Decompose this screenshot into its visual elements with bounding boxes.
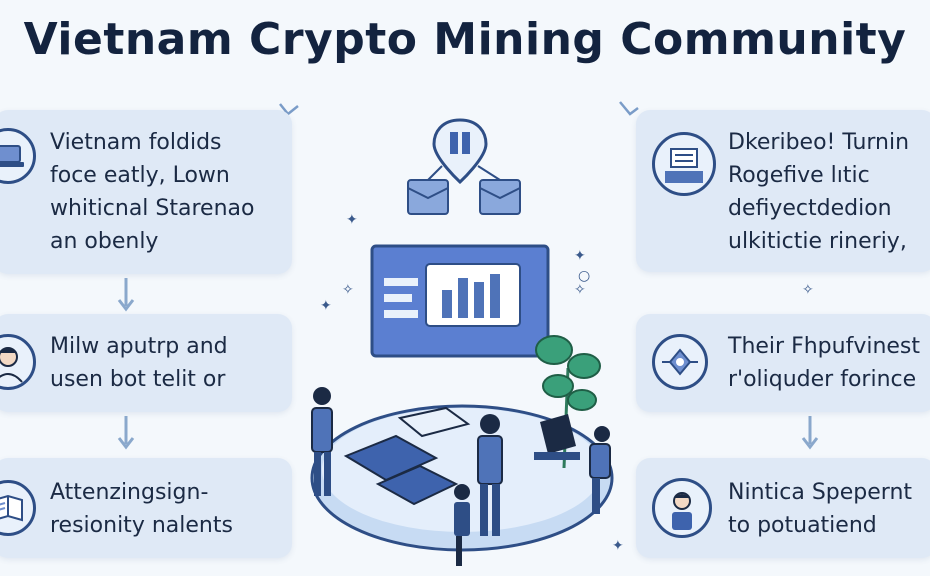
right-card-3-text: Nintica Spepernt to potuatiend bbox=[728, 480, 913, 538]
right-card-2: Their Fhpufvinest r'oliquder forince bbox=[636, 314, 930, 412]
right-card-2-text: Their Fhpufvinest r'oliquder forince bbox=[728, 334, 921, 392]
page-title: Vietnam Crypto Mining Community bbox=[23, 14, 907, 65]
left-card-3: Attenzingsign- resionity nalents bbox=[0, 458, 292, 558]
network-icon bbox=[652, 334, 708, 390]
person-figure bbox=[311, 387, 333, 496]
left-card-2-text: Milw aputrp and usen bot telit or bbox=[50, 334, 228, 392]
mining-illustration bbox=[310, 118, 614, 566]
left-card-3-text: Attenzingsign- resionity nalents bbox=[50, 480, 233, 538]
right-card-1-text: Dkeribеo! Turnin Rogefive lıtic defiyect… bbox=[728, 130, 910, 254]
sparkle-icon: ✦ bbox=[346, 212, 358, 228]
left-card-1-text: Vietnam foldids foce eatly, Lown whiticn… bbox=[50, 130, 255, 254]
dashboard-screen bbox=[370, 244, 550, 358]
person-figure bbox=[477, 414, 503, 536]
sparkle-icon: ✦ bbox=[612, 538, 624, 554]
arrow-down-icon bbox=[117, 416, 135, 450]
sparkle-icon: ✧ bbox=[574, 282, 586, 298]
sparkle-icon: ✧ bbox=[342, 282, 354, 298]
person-icon bbox=[0, 334, 36, 390]
plant-icon bbox=[535, 335, 601, 469]
sparkle-icon: ✦ bbox=[320, 298, 332, 314]
server-icon bbox=[652, 132, 716, 196]
laptop-person bbox=[534, 414, 611, 514]
right-card-1: Dkeribеo! Turnin Rogefive lıtic defiyect… bbox=[636, 110, 930, 272]
left-card-2: Milw aputrp and usen bot telit or bbox=[0, 314, 292, 412]
arrow-icon-right bbox=[619, 101, 639, 116]
sparkle-icon: ✧ bbox=[802, 282, 814, 298]
laptop-icon bbox=[0, 128, 36, 184]
arrow-down-icon bbox=[801, 416, 819, 450]
person-figure bbox=[454, 484, 470, 566]
sparkle-icon: ✦ bbox=[574, 248, 586, 264]
location-pin-icon bbox=[432, 118, 488, 185]
left-card-1: Vietnam foldids foce eatly, Lown whiticn… bbox=[0, 110, 292, 274]
arrow-down-icon bbox=[117, 278, 135, 312]
right-card-3: Nintica Spepernt to potuatiend bbox=[636, 458, 930, 558]
worker-icon bbox=[652, 478, 712, 538]
document-icon bbox=[0, 480, 36, 536]
sparkle-icon: ○ bbox=[578, 268, 591, 284]
